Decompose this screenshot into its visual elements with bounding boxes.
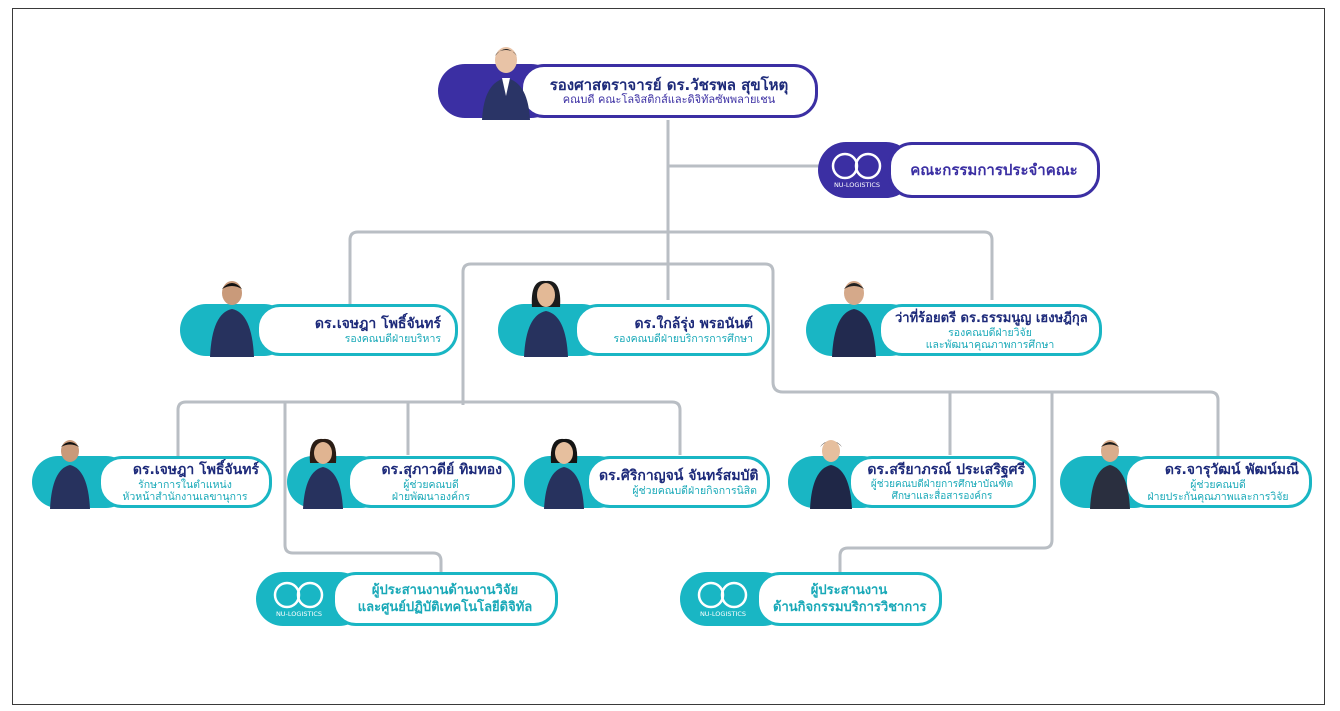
assistant-1-photo [50,440,90,509]
assistant-1-card: ดร.เจษฎา โพธิ์จันทร์ รักษาการในตำแหน่ง ห… [98,456,272,508]
vice-dean-2-photo [524,280,568,357]
dean-node[interactable]: รองศาสตราจารย์ ดร.วัชรพล สุขโหตุ คณบดี ค… [438,44,820,122]
assistant-4-role-line2: ศึกษาและสื่อสารองค์กร [891,490,993,502]
assistant-5-role-line2: ฝ่ายประกันคุณภาพและการวิจัย [1147,490,1289,503]
connector-vice-row [348,230,994,305]
vice-dean-3-card: ว่าที่ร้อยตรี ดร.ธรรมนูญ เฮงษฎีกุล รองคณ… [878,304,1102,356]
committee-card: คณะกรรมการประจำคณะ [888,142,1100,198]
assistant-3-photo [544,438,584,509]
assistant-1-role-line1: รักษาการในตำแหน่ง [138,478,232,491]
vice-dean-3-photo [832,281,876,357]
assistant-4-name: ดร.สรียาภรณ์ ประเสริฐศรี [867,461,1025,478]
coordinator-node-1[interactable]: ผู้ประสานงานด้านงานวิจัย และศูนย์ปฏิบัติ… [256,572,558,626]
coordinator-2-card: ผู้ประสานงาน ด้านกิจกรรมบริการวิชาการ [756,572,942,626]
coordinator-1-label-line2: และศูนย์ปฏิบัติเทคโนโลยีดิจิทัล [357,600,533,615]
assistant-3-card: ดร.ศิริกาญจน์ จันทร์สมบัติ ผู้ช่วยคณบดีฝ… [586,456,770,508]
vice-dean-2-name: ดร.ใกล้รุ่ง พรอนันต์ [634,315,753,332]
connector-inner-loop [461,262,1220,460]
assistant-2-photo [303,438,343,509]
vice-dean-1-name: ดร.เจษฎา โพธิ์จันทร์ [314,315,441,332]
vice-dean-1-role: รองคณบดีฝ่ายบริหาร [344,332,441,345]
assistant-1-name: ดร.เจษฎา โพธิ์จันทร์ [132,461,259,478]
vice-dean-node-3[interactable]: ว่าที่ร้อยตรี ดร.ธรรมนูญ เฮงษฎีกุล รองคณ… [806,276,1102,360]
coordinator-1-logo-text: NU-LOGISTICS [276,610,322,618]
connector-coordinator-right [838,392,1054,575]
assistant-node-2[interactable]: ดร.สุภาวดีย์ ทิมทอง ผู้ช่วยคณบดี ฝ่ายพัฒ… [287,436,515,512]
nu-logistics-logo-icon: NU-LOGISTICS [697,581,748,618]
coordinator-2-label-line1: ผู้ประสานงาน [810,583,888,598]
assistant-2-role-line2: ฝ่ายพัฒนาองค์กร [391,490,471,503]
dean-card: รองศาสตราจารย์ ดร.วัชรพล สุขโหตุ คณบดี ค… [520,64,818,118]
vice-dean-3-role-line1: รองคณบดีฝ่ายวิจัย [948,326,1032,339]
dean-photo [482,47,530,120]
assistant-3-name: ดร.ศิริกาญจน์ จันทร์สมบัติ [599,467,759,484]
assistant-2-card: ดร.สุภาวดีย์ ทิมทอง ผู้ช่วยคณบดี ฝ่ายพัฒ… [347,456,515,508]
assistant-5-photo [1090,440,1130,509]
assistant-4-role-line1: ผู้ช่วยคณบดีฝ่ายการศึกษาบัณฑิต [870,478,1014,490]
committee-node[interactable]: คณะกรรมการประจำคณะ NU-LOGISTICS [818,142,1100,198]
vice-dean-1-card: ดร.เจษฎา โพธิ์จันทร์ รองคณบดีฝ่ายบริหาร [256,304,458,356]
assistant-2-role-line1: ผู้ช่วยคณบดี [403,478,459,491]
vice-dean-2-role: รองคณบดีฝ่ายบริการการศึกษา [613,332,753,345]
assistant-1-role-line2: หัวหน้าสำนักงานเลขานุการ [122,490,248,503]
nu-logistics-logo-icon: NU-LOGISTICS [273,581,324,618]
assistant-2-name: ดร.สุภาวดีย์ ทิมทอง [381,461,502,478]
coordinator-node-2[interactable]: ผู้ประสานงาน ด้านกิจกรรมบริการวิชาการ NU… [680,572,942,626]
vice-dean-node-1[interactable]: ดร.เจษฎา โพธิ์จันทร์ รองคณบดีฝ่ายบริหาร [180,276,458,360]
coordinator-1-card: ผู้ประสานงานด้านงานวิจัย และศูนย์ปฏิบัติ… [332,572,558,626]
coordinator-2-logo-text: NU-LOGISTICS [700,610,746,618]
assistant-5-role-line1: ผู้ช่วยคณบดี [1190,478,1246,491]
vice-dean-3-role-line2: และพัฒนาคุณภาพการศึกษา [925,338,1055,351]
vice-dean-3-name: ว่าที่ร้อยตรี ดร.ธรรมนูญ เฮงษฎีกุล [895,310,1088,326]
assistant-5-card: ดร.จารุวัฒน์ พัฒน์มณี ผู้ช่วยคณบดี ฝ่ายป… [1124,456,1312,508]
assistant-node-4[interactable]: ดร.สรียาภรณ์ ประเสริฐศรี ผู้ช่วยคณบดีฝ่า… [788,436,1036,512]
coordinator-2-label-line2: ด้านกิจกรรมบริการวิชาการ [773,600,927,615]
committee-logo-text: NU-LOGISTICS [834,181,880,189]
vice-dean-node-2[interactable]: ดร.ใกล้รุ่ง พรอนันต์ รองคณบดีฝ่ายบริการก… [498,276,770,360]
assistant-5-name: ดร.จารุวัฒน์ พัฒน์มณี [1164,461,1299,478]
assistant-node-5[interactable]: ดร.จารุวัฒน์ พัฒน์มณี ผู้ช่วยคณบดี ฝ่ายป… [1060,436,1312,512]
connector-assistant-row [176,400,682,460]
connector-coordinator-left [283,402,443,580]
assistant-node-3[interactable]: ดร.ศิริกาญจน์ จันทร์สมบัติ ผู้ช่วยคณบดีฝ… [524,436,770,512]
assistant-4-card: ดร.สรียาภรณ์ ประเสริฐศรี ผู้ช่วยคณบดีฝ่า… [848,456,1036,508]
assistant-4-photo [810,440,852,509]
vice-dean-2-card: ดร.ใกล้รุ่ง พรอนันต์ รองคณบดีฝ่ายบริการก… [574,304,770,356]
committee-label: คณะกรรมการประจำคณะ [910,160,1078,179]
coordinator-1-label-line1: ผู้ประสานงานด้านงานวิจัย [371,583,519,598]
vice-dean-1-photo [210,281,254,357]
dean-role: คณบดี คณะโลจิสติกส์และดิจิทัลซัพพลายเชน [562,92,776,106]
assistant-node-1[interactable]: ดร.เจษฎา โพธิ์จันทร์ รักษาการในตำแหน่ง ห… [32,436,272,512]
assistant-3-role: ผู้ช่วยคณบดีฝ่ายกิจการนิสิต [632,484,757,497]
dean-name: รองศาสตราจารย์ ดร.วัชรพล สุขโหตุ [549,75,789,94]
nu-logistics-logo-icon: NU-LOGISTICS [831,152,882,189]
diagram-frame [12,8,1325,705]
